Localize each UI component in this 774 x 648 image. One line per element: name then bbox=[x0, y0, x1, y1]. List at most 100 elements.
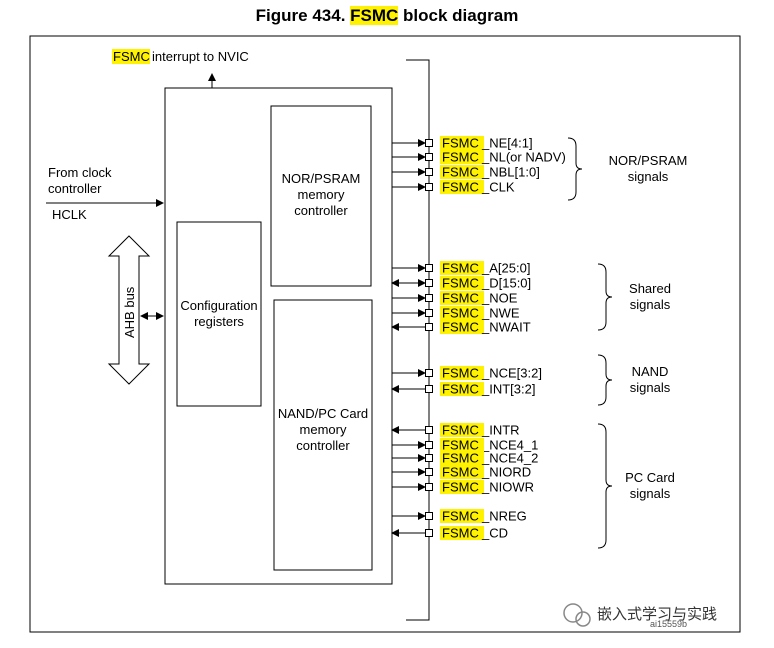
signal-prefix-highlight bbox=[440, 526, 484, 540]
signal-prefix: FSMC bbox=[442, 423, 479, 438]
figure-title-suffix: block diagram bbox=[398, 6, 519, 25]
signal-prefix: FSMC bbox=[442, 480, 479, 495]
signal-prefix: FSMC bbox=[442, 291, 479, 306]
group-label: PC Card bbox=[625, 470, 675, 485]
group-brace bbox=[597, 423, 613, 549]
signal-prefix: FSMC bbox=[442, 366, 479, 381]
config-registers-block bbox=[176, 221, 262, 407]
signal-prefix: FSMC bbox=[442, 261, 479, 276]
signal-row: FSMC_NCE4_1 bbox=[392, 438, 538, 453]
signal-prefix: FSMC bbox=[442, 382, 479, 397]
signal-name: _D[15:0] bbox=[481, 276, 531, 291]
signal-prefix-highlight bbox=[440, 306, 484, 320]
signal-row: FSMC_NCE4_2 bbox=[392, 451, 538, 466]
group-braces: NOR/PSRAMsignalsSharedsignalsNANDsignals… bbox=[567, 137, 687, 549]
group-brace bbox=[597, 263, 613, 331]
signal-prefix: FSMC bbox=[442, 320, 479, 335]
interrupt-highlight-bg bbox=[112, 49, 150, 64]
nand-pccard-controller-block bbox=[273, 299, 373, 571]
config-registers-line1: Configuration bbox=[180, 298, 257, 313]
signal-pin bbox=[425, 512, 433, 520]
signal-pin bbox=[425, 483, 433, 491]
signal-rows: FSMC_NE[4:1]FSMC_NL(or NADV)FSMC_NBL[1:0… bbox=[391, 136, 566, 541]
outer-frame bbox=[29, 35, 741, 633]
signal-prefix-highlight bbox=[440, 291, 484, 305]
signal-pin bbox=[425, 294, 433, 302]
group-brace bbox=[567, 137, 583, 201]
signal-pin bbox=[425, 279, 433, 287]
signal-name: _INT[3:2] bbox=[481, 382, 535, 397]
wechat-logo-icon-small bbox=[575, 611, 591, 627]
group-label: signals bbox=[628, 169, 669, 184]
figure-title-prefix: Figure 434. bbox=[255, 6, 351, 25]
fsmc-main-block bbox=[164, 87, 393, 585]
signal-pin bbox=[425, 454, 433, 462]
signal-prefix-highlight bbox=[440, 423, 484, 437]
signal-name: _NIOWR bbox=[481, 480, 534, 495]
signal-prefix: FSMC bbox=[442, 165, 479, 180]
signal-prefix-highlight bbox=[440, 136, 484, 150]
pin-column-bracket bbox=[406, 59, 430, 621]
signal-prefix: FSMC bbox=[442, 136, 479, 151]
signal-row: FSMC_D[15:0] bbox=[391, 276, 531, 291]
figure-title: Figure 434. FSMC block diagram bbox=[0, 6, 774, 26]
signal-row: FSMC_NE[4:1] bbox=[392, 136, 533, 151]
signal-name: _A[25:0] bbox=[481, 261, 530, 276]
signal-row: FSMC_NOE bbox=[392, 291, 518, 306]
signal-pin bbox=[425, 426, 433, 434]
ahb-bus-label: AHB bus bbox=[122, 286, 137, 338]
signal-prefix-highlight bbox=[440, 165, 484, 179]
group-brace bbox=[597, 354, 613, 406]
clock-label-line2: controller bbox=[48, 181, 102, 196]
signal-name: _NCE4_1 bbox=[481, 438, 538, 453]
signal-prefix-highlight bbox=[440, 261, 484, 275]
figure-footnote: ai15559b bbox=[650, 619, 687, 629]
group-label: NAND bbox=[632, 364, 669, 379]
nand-controller-line1: NAND/PC Card bbox=[278, 406, 368, 421]
signal-pin bbox=[425, 264, 433, 272]
nor-controller-line3: controller bbox=[294, 203, 348, 218]
signal-pin bbox=[425, 385, 433, 393]
signal-pin bbox=[425, 153, 433, 161]
signal-prefix: FSMC bbox=[442, 509, 479, 524]
signal-name: _NCE4_2 bbox=[481, 451, 538, 466]
ahb-bus-arrow bbox=[107, 235, 151, 385]
group-label: signals bbox=[630, 297, 671, 312]
signal-prefix: FSMC bbox=[442, 306, 479, 321]
signal-pin bbox=[425, 468, 433, 476]
signal-row: FSMC_A[25:0] bbox=[392, 261, 530, 276]
signal-row: FSMC_INT[3:2] bbox=[391, 382, 535, 397]
signal-name: _NBL[1:0] bbox=[481, 165, 540, 180]
signal-name: _NCE[3:2] bbox=[481, 366, 542, 381]
signal-row: FSMC_NBL[1:0] bbox=[392, 165, 540, 180]
signal-prefix: FSMC bbox=[442, 276, 479, 291]
signal-row: FSMC_NCE[3:2] bbox=[392, 366, 542, 381]
signal-pin bbox=[425, 183, 433, 191]
signal-name: _NOE bbox=[481, 291, 518, 306]
interrupt-label: interrupt to NVIC bbox=[152, 49, 249, 64]
signal-pin bbox=[425, 139, 433, 147]
signal-name: _NREG bbox=[481, 509, 527, 524]
signal-prefix: FSMC bbox=[442, 465, 479, 480]
signal-name: _INTR bbox=[481, 423, 520, 438]
config-registers-line2: registers bbox=[194, 314, 244, 329]
signal-row: FSMC_NL(or NADV) bbox=[392, 150, 566, 165]
signal-prefix-highlight bbox=[440, 150, 484, 164]
nand-controller-line3: controller bbox=[296, 438, 350, 453]
signal-row: FSMC_NIORD bbox=[392, 465, 531, 480]
nor-psram-controller-block bbox=[270, 105, 372, 287]
signal-row: FSMC_CLK bbox=[392, 180, 515, 195]
group-label: Shared bbox=[629, 281, 671, 296]
hclk-label: HCLK bbox=[52, 207, 87, 222]
signal-prefix-highlight bbox=[440, 382, 484, 396]
signal-row: FSMC_CD bbox=[391, 526, 508, 541]
signal-pin bbox=[425, 441, 433, 449]
signal-name: _NE[4:1] bbox=[481, 136, 533, 151]
signal-prefix-highlight bbox=[440, 366, 484, 380]
signal-prefix: FSMC bbox=[442, 438, 479, 453]
